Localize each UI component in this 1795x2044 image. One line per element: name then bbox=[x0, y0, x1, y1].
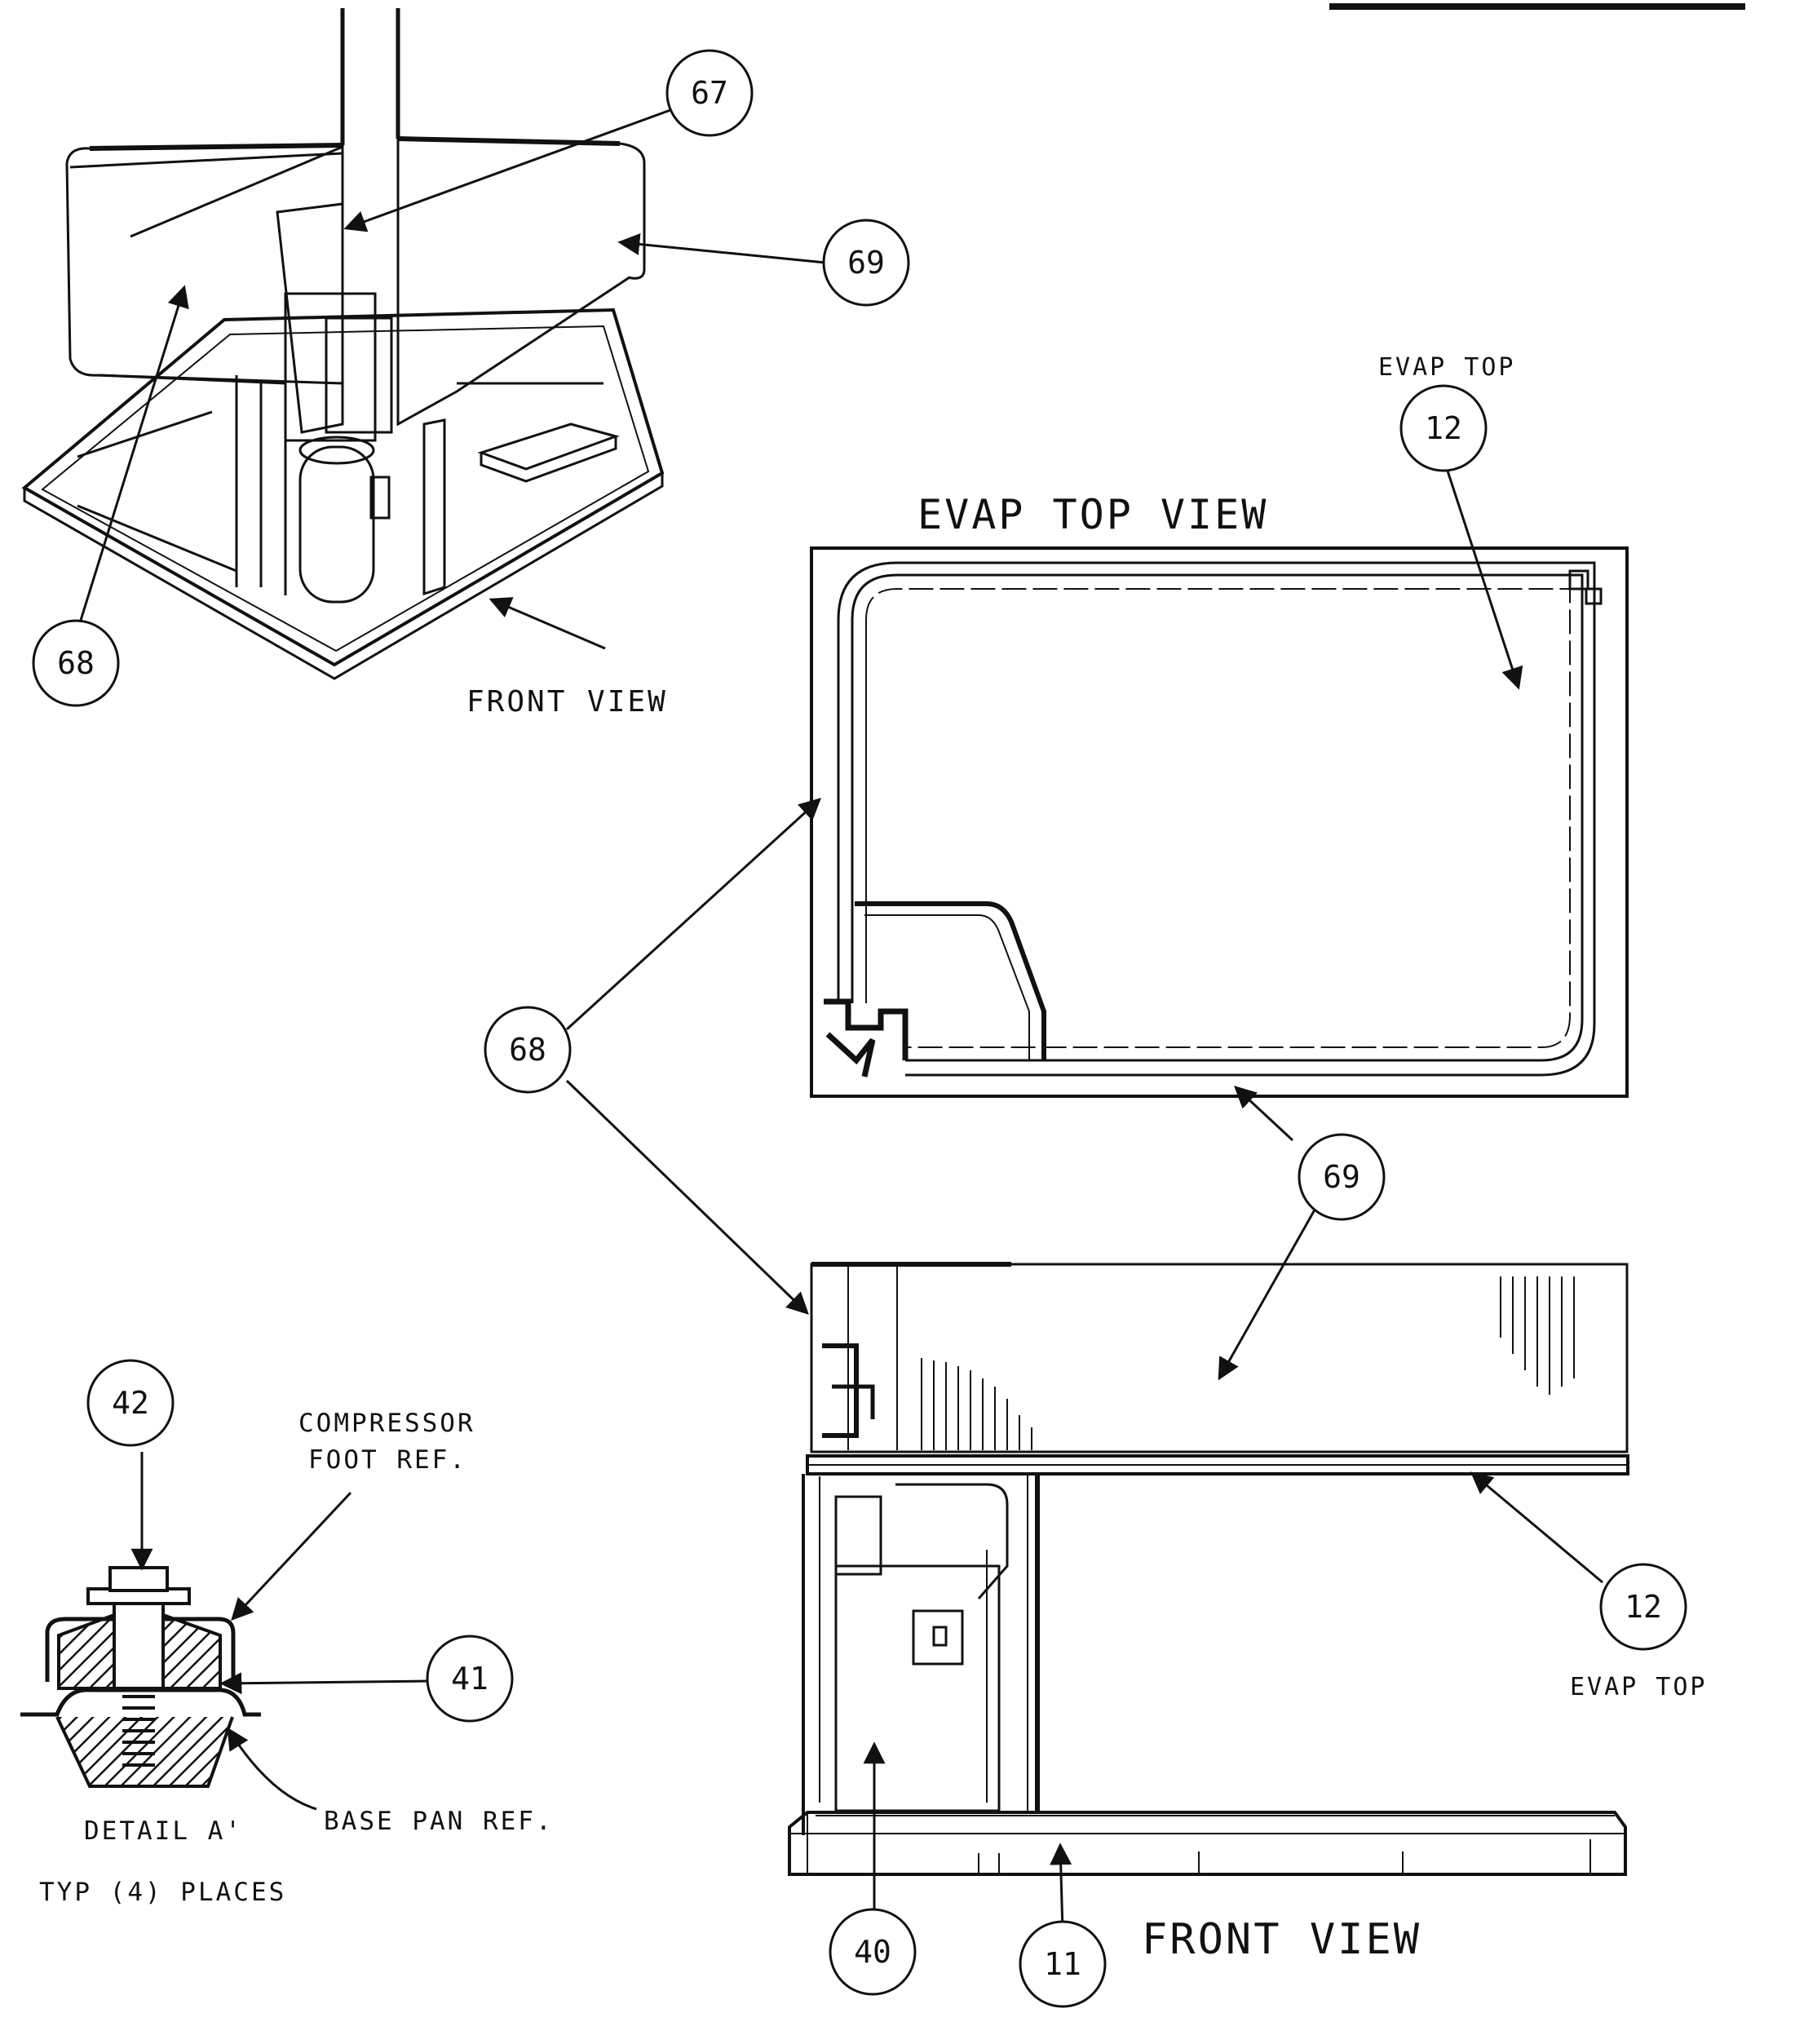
isometric-unit-drawing bbox=[21, 8, 665, 680]
leader-12-top bbox=[1442, 458, 1523, 690]
svg-text:68: 68 bbox=[509, 1032, 546, 1068]
leader-base-pan bbox=[227, 1727, 317, 1811]
svg-text:69: 69 bbox=[847, 245, 885, 281]
svg-text:12: 12 bbox=[1625, 1589, 1662, 1625]
leader-12-bottom bbox=[1470, 1471, 1603, 1584]
svg-text:41: 41 bbox=[451, 1661, 489, 1697]
svg-text:67: 67 bbox=[691, 75, 728, 111]
callout-41: 41 bbox=[426, 1635, 514, 1723]
callout-12-top: 12 bbox=[1399, 384, 1488, 472]
evap-top-label-lower: EVAP TOP bbox=[1570, 1673, 1708, 1701]
detail-a-drawing bbox=[20, 1566, 261, 1788]
callout-12-bottom: 12 bbox=[1599, 1563, 1687, 1651]
front-view-label-bottom: FRONT VIEW bbox=[1142, 1915, 1421, 1964]
front-view-label-top: FRONT VIEW bbox=[466, 685, 668, 719]
compressor-ref-line2: FOOT REF. bbox=[308, 1445, 467, 1475]
leader-67 bbox=[343, 108, 671, 232]
detail-a-title: DETAIL A' bbox=[84, 1816, 243, 1846]
callout-67: 67 bbox=[665, 49, 754, 137]
svg-text:42: 42 bbox=[112, 1385, 149, 1421]
callout-11: 11 bbox=[1019, 1920, 1107, 2008]
callout-40: 40 bbox=[829, 1908, 917, 1996]
leader-69-top bbox=[617, 232, 826, 264]
leader-front-view-top bbox=[489, 597, 606, 650]
leader-compressor-foot bbox=[231, 1491, 352, 1621]
callout-69-top: 69 bbox=[822, 219, 910, 307]
leader-68-top bbox=[77, 285, 189, 629]
callout-42: 42 bbox=[86, 1359, 175, 1447]
evap-top-view-drawing bbox=[810, 546, 1629, 1098]
leader-41 bbox=[219, 1672, 430, 1695]
front-view-drawing bbox=[788, 1262, 1629, 1876]
base-pan-ref-label: BASE PAN REF. bbox=[324, 1807, 554, 1836]
evap-top-view-title: EVAP TOP VIEW bbox=[917, 491, 1268, 538]
callout-68-mid: 68 bbox=[484, 1006, 572, 1094]
callout-69-mid: 69 bbox=[1298, 1133, 1386, 1221]
leader-69-mid-upper bbox=[1234, 1086, 1294, 1142]
leader-11 bbox=[1050, 1843, 1072, 1932]
svg-text:69: 69 bbox=[1323, 1159, 1360, 1195]
leader-69-mid-lower bbox=[1218, 1205, 1319, 1381]
leader-68-mid-lower bbox=[565, 1079, 809, 1315]
evap-top-label-upper: EVAP TOP bbox=[1378, 353, 1516, 382]
svg-text:12: 12 bbox=[1425, 410, 1462, 446]
svg-text:40: 40 bbox=[854, 1934, 891, 1970]
compressor-ref-line1: COMPRESSOR bbox=[298, 1409, 475, 1438]
detail-places-label: TYP (4) PLACES bbox=[39, 1878, 286, 1907]
svg-text:11: 11 bbox=[1044, 1946, 1081, 1982]
leader-68-mid-upper bbox=[565, 798, 821, 1031]
leader-lines bbox=[77, 108, 1603, 1932]
callout-68-top: 68 bbox=[32, 619, 120, 707]
svg-text:68: 68 bbox=[57, 645, 95, 681]
